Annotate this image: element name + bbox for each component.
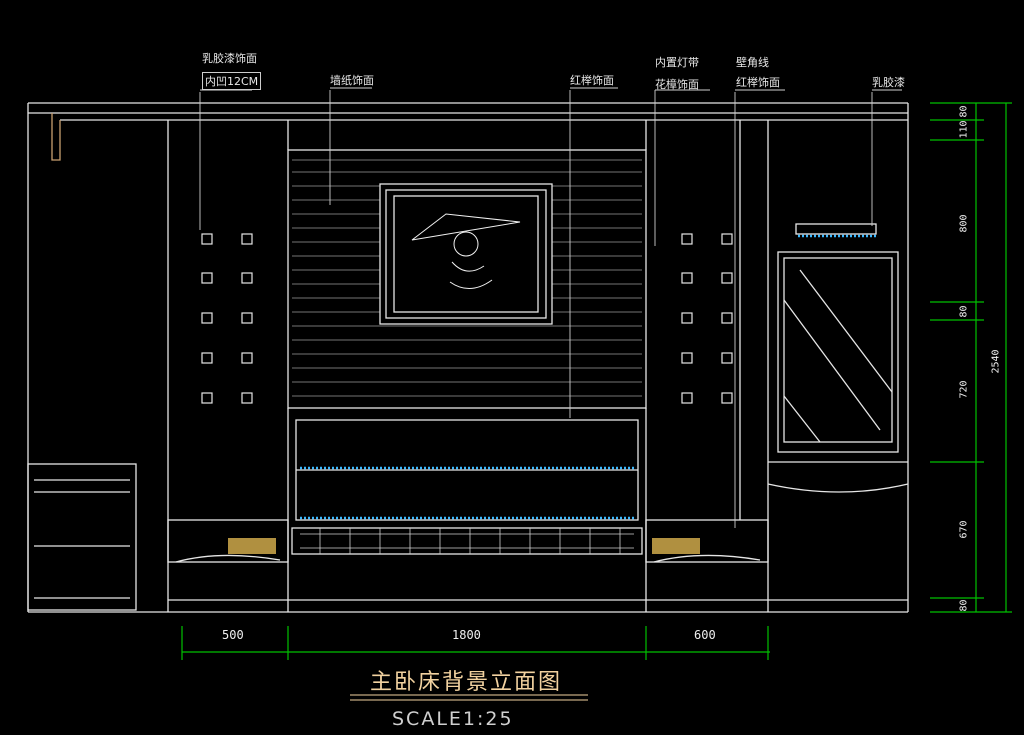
- dim-80-top: 80: [958, 105, 970, 118]
- portrait-icon: [411, 213, 521, 289]
- dim-110: 110: [958, 120, 970, 139]
- wall-tiles: [201, 233, 733, 404]
- niche-lamp: [795, 223, 877, 235]
- dim-1800: 1800: [452, 628, 481, 642]
- left-cabinet: [27, 463, 137, 611]
- left-nightstand: [167, 519, 289, 563]
- lamp-fixtures: [228, 538, 700, 554]
- dim-720: 720: [958, 380, 970, 399]
- annotation-latex-paint: 乳胶漆饰面: [202, 52, 257, 65]
- annotation-red-beech: 红榉饰面: [570, 74, 614, 87]
- dim-800: 800: [958, 214, 970, 233]
- dim-80-bottom: 80: [958, 599, 970, 612]
- right-nightstand: [645, 519, 769, 563]
- drawing-title: 主卧床背景立面图: [370, 670, 563, 695]
- wallpaper-panel: [287, 149, 647, 409]
- dim-500: 500: [222, 628, 244, 642]
- annotation-latex-paint-2: 乳胶漆: [872, 76, 905, 89]
- annotation-camphor: 花樟饰面: [655, 78, 699, 91]
- dim-80-mid: 80: [958, 305, 970, 318]
- bed-base-grille: [291, 527, 643, 555]
- annotation-red-beech-2: 红榉饰面: [736, 76, 780, 89]
- annotation-recess: 内凹12CM: [202, 72, 262, 90]
- drawing-scale: SCALE1:25: [392, 708, 514, 730]
- dim-600: 600: [694, 628, 716, 642]
- annotation-led: 内置灯带: [655, 56, 699, 69]
- dim-total: 2540: [990, 349, 1002, 374]
- dim-670: 670: [958, 520, 970, 539]
- annotation-corner-line: 壁角线: [736, 56, 769, 69]
- annotation-wallpaper: 墙纸饰面: [330, 74, 374, 87]
- display-niche: [777, 251, 899, 453]
- dimension-lines: [181, 102, 1012, 660]
- led-strips: [300, 234, 876, 520]
- title-underline: [350, 694, 588, 701]
- picture-frame: [379, 183, 553, 325]
